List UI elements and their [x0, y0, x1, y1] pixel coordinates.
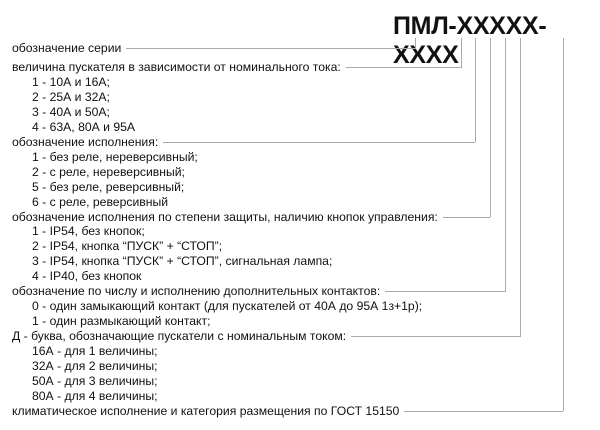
connector-line: [345, 67, 461, 68]
field-description: Д - буква, обозначающие пускатели с номи…: [12, 329, 520, 344]
row-text: 32А - для 2 величины;: [32, 359, 158, 373]
connector-line: [351, 336, 520, 338]
field-option: 2 - 25А и 32А;: [32, 90, 110, 105]
row-text: 1 - без реле, нереверсивный;: [32, 149, 198, 164]
row-text: Д - буква, обозначающие пускатели с номи…: [12, 329, 347, 344]
field-description: величина пускателя в зависимости от номи…: [12, 60, 461, 75]
connector-vertical-line: [563, 38, 564, 412]
connector-vertical-line: [505, 38, 506, 292]
field-description: обозначение исполнения по степени защиты…: [12, 210, 490, 225]
field-option: 1 - 10А и 16А;: [32, 75, 110, 90]
row-text: величина пускателя в зависимости от номи…: [12, 60, 341, 74]
field-option: 2 - IP54, кнопка “ПУСК” + “СТОП”;: [32, 239, 222, 254]
row-text: 2 - с реле, нереверсивный;: [32, 164, 185, 179]
row-text: 1 - 10А и 16А;: [32, 74, 110, 89]
field-option: 6 - с реле, реверсивный: [32, 195, 168, 210]
field-option: 2 - с реле, нереверсивный;: [32, 165, 185, 180]
connector-vertical-line: [475, 38, 476, 143]
connector-vertical-line: [461, 38, 462, 68]
row-text: обозначение по числу и исполнению дополн…: [12, 284, 381, 299]
row-text: 50А - для 3 величины;: [32, 373, 158, 388]
field-option: 50А - для 3 величины;: [32, 374, 158, 389]
row-text: 3 - IP54, кнопка “ПУСК” + “СТОП”, сигнал…: [32, 254, 333, 269]
connector-line: [442, 216, 490, 218]
connector-vertical-line: [415, 38, 416, 49]
connector-vertical-line: [490, 38, 491, 217]
field-option: 32А - для 2 величины;: [32, 359, 158, 374]
field-option: 1 - без реле, нереверсивный;: [32, 150, 198, 165]
field-option: 0 - один замыкающий контакт (для пускате…: [32, 299, 422, 314]
field-description: климатическое исполнение и категория раз…: [12, 404, 563, 419]
field-option: 5 - без реле, реверсивный;: [32, 180, 184, 195]
row-text: климатическое исполнение и категория раз…: [12, 403, 400, 418]
row-text: 4 - 63А, 80А и 95А: [32, 119, 136, 134]
connector-line: [163, 141, 475, 143]
field-option: 4 - 63А, 80А и 95А: [32, 120, 135, 135]
row-text: 2 - IP54, кнопка “ПУСК” + “СТОП”;: [32, 239, 223, 254]
connector-line: [404, 410, 563, 412]
field-option: 80А - для 4 величины;: [32, 389, 158, 404]
row-text: 1 - один размыкающий контакт;: [32, 314, 211, 329]
field-description: обозначение по числу и исполнению дополн…: [12, 284, 505, 299]
row-text: 1 - IP54, без кнопок;: [32, 224, 145, 239]
connector-vertical-line: [520, 38, 521, 337]
connector-line: [385, 291, 505, 293]
field-option: 4 - IP40, без кнопок: [32, 269, 141, 284]
row-text: 4 - IP40, без кнопок: [32, 269, 142, 284]
field-option: 16А - для 1 величины;: [32, 344, 158, 359]
field-option: 3 - IP54, кнопка “ПУСК” + “СТОП”, сигнал…: [32, 254, 332, 269]
row-text: 0 - один замыкающий контакт (для пускате…: [32, 299, 423, 314]
designation-title: ПМЛ-XXXXX-XXXX: [393, 12, 547, 69]
field-option: 1 - IP54, без кнопок;: [32, 224, 145, 239]
row-text: 5 - без реле, реверсивный;: [32, 179, 185, 194]
field-description: обозначение исполнения:: [12, 135, 475, 150]
row-text: 16А - для 1 величины;: [32, 344, 158, 359]
connector-line: [126, 48, 415, 49]
row-text: обозначение исполнения по степени защиты…: [12, 209, 438, 224]
row-text: обозначение исполнения:: [12, 134, 159, 149]
row-text: 2 - 25А и 32А;: [32, 89, 110, 104]
row-text: 3 - 40А и 50А;: [32, 104, 110, 119]
row-text: обозначение серии: [12, 41, 122, 55]
row-text: 80А - для 4 величины;: [32, 388, 158, 403]
field-description: обозначение серии: [12, 41, 415, 56]
field-option: 1 - один размыкающий контакт;: [32, 314, 211, 329]
field-option: 3 - 40А и 50А;: [32, 105, 110, 120]
row-text: 6 - с реле, реверсивный: [32, 194, 169, 209]
